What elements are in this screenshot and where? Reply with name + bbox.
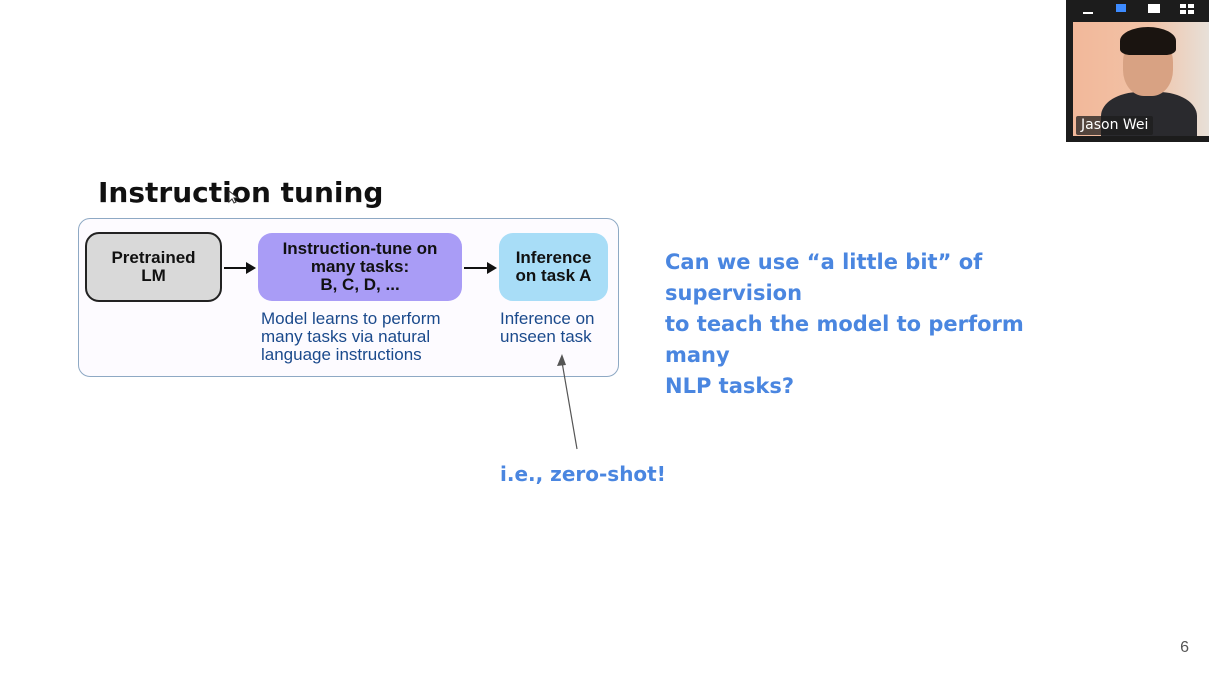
slide-number: 6	[1180, 639, 1189, 656]
pretrained-line-2: LM	[141, 266, 166, 285]
inference-line-2: on task A	[515, 266, 592, 285]
inference-caption-line-1: Inference on	[500, 309, 595, 328]
instruct-caption-line-2: many tasks via natural	[261, 327, 431, 346]
instruction-tune-box: Instruction-tune on many tasks: B, C, D,…	[258, 233, 462, 301]
instruct-caption: Model learns to perform many tasks via n…	[261, 310, 491, 364]
inference-caption: Inference on unseen task	[500, 310, 620, 346]
instruct-line-1: Instruction-tune on	[282, 239, 438, 258]
zero-shot-annotation: i.e., zero-shot!	[500, 462, 666, 486]
inference-line-1: Inference	[515, 248, 592, 267]
instruct-line-2: many tasks:	[310, 257, 410, 276]
participant-name-tag: Jason Wei	[1076, 116, 1154, 135]
mouse-cursor-icon	[228, 190, 240, 204]
speaker-view-icon[interactable]	[1114, 4, 1128, 14]
inference-caption-line-2: unseen task	[500, 327, 592, 346]
instruct-line-3: B, C, D, ...	[320, 275, 400, 294]
video-toolbar	[1066, 0, 1209, 18]
question-line-3: NLP tasks?	[665, 374, 795, 398]
instruction-tuning-diagram: Pretrained LM Instruction-tune on many t…	[78, 218, 619, 377]
question-line-2: to teach the model to perform many	[665, 312, 1024, 367]
instruct-caption-line-1: Model learns to perform	[261, 309, 441, 328]
minimize-icon[interactable]	[1081, 4, 1095, 14]
pretrained-lm-box: Pretrained LM	[85, 232, 222, 302]
instruct-caption-line-3: language instructions	[261, 345, 422, 364]
gallery-view-icon[interactable]	[1179, 4, 1194, 14]
arrow-pretrained-to-instruct	[224, 262, 256, 274]
question-text: Can we use “a little bit” of supervision…	[665, 247, 1095, 402]
fullscreen-icon[interactable]	[1147, 4, 1161, 14]
inference-box: Inference on task A	[499, 233, 608, 301]
participant-video	[1073, 22, 1209, 136]
question-line-1: Can we use “a little bit” of supervision	[665, 250, 983, 305]
pretrained-line-1: Pretrained	[111, 248, 196, 267]
slide-title: Instruction tuning	[98, 176, 384, 209]
video-panel[interactable]: Jason Wei	[1066, 0, 1209, 142]
participant-hair	[1120, 27, 1176, 55]
arrow-instruct-to-inference	[464, 262, 497, 274]
